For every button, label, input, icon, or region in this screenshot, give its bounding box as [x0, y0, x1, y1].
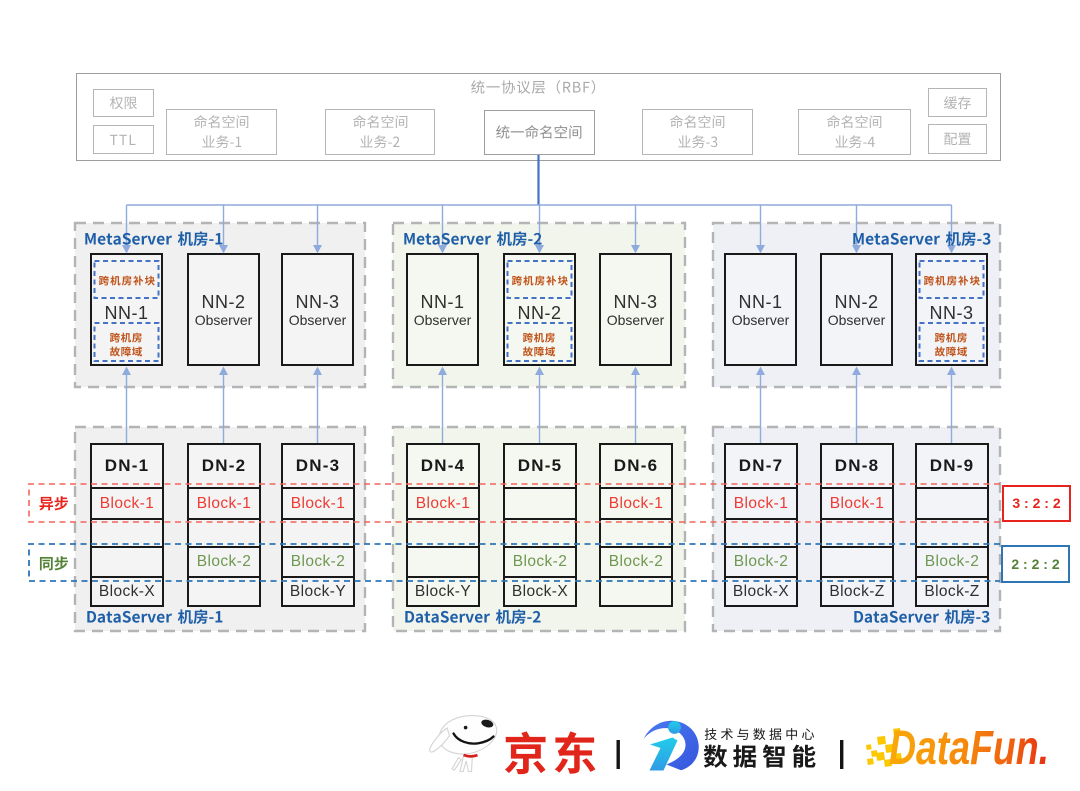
svg-text:DataFun.: DataFun.	[889, 722, 1049, 775]
